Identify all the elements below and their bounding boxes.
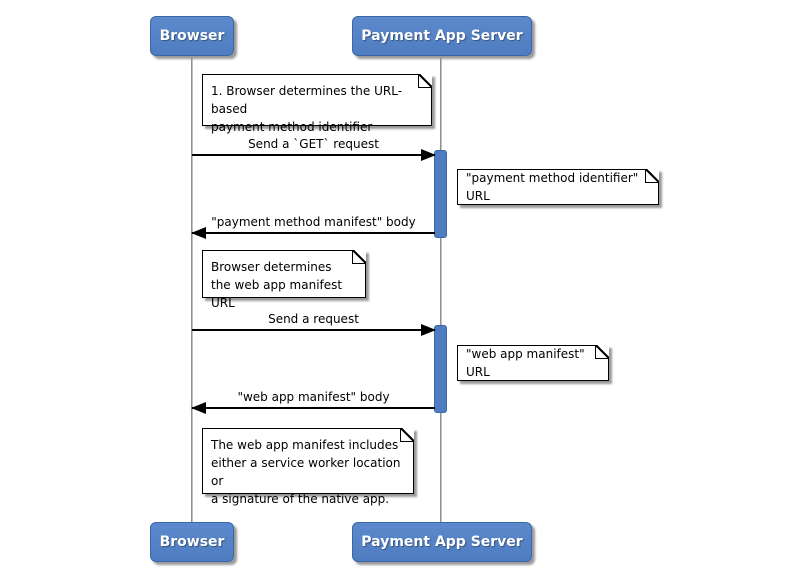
- note-fold-corner-icon: [418, 74, 432, 88]
- message-label-send-request: Send a request: [268, 312, 359, 326]
- activation-bar-1: [434, 150, 447, 238]
- lifeline-payment-app-server: [440, 56, 442, 522]
- note-fold-corner-icon: [352, 250, 366, 264]
- note-url-based-identifier: 1. Browser determines the URL-based paym…: [202, 74, 432, 134]
- arrowhead-left-icon: [191, 402, 206, 414]
- note-text: "web app manifest" URL: [466, 347, 585, 379]
- arrowhead-right-icon: [421, 149, 436, 161]
- note-web-app-manifest-url: "web app manifest" URL: [457, 345, 609, 381]
- actor-payment-app-server-bottom: Payment App Server: [352, 522, 532, 562]
- actor-payment-app-server-top: Payment App Server: [352, 16, 532, 56]
- note-fold-corner-icon: [595, 345, 609, 359]
- message-label-get-request: Send a `GET` request: [248, 137, 379, 151]
- lifeline-browser: [191, 56, 193, 522]
- message-label-web-app-manifest-body: "web app manifest" body: [237, 390, 390, 404]
- message-label-payment-method-manifest-body: "payment method manifest" body: [211, 215, 416, 229]
- actor-browser-bottom: Browser: [150, 522, 234, 562]
- message-arrow-get-request: [192, 149, 436, 161]
- actor-browser-top: Browser: [150, 16, 234, 56]
- message-arrow-send-request: [192, 324, 436, 336]
- activation-bar-2: [434, 325, 447, 413]
- message-arrow-payment-method-manifest-body: [191, 227, 435, 239]
- arrowhead-right-icon: [421, 324, 436, 336]
- note-payment-method-identifier-url: "payment method identifier" URL: [457, 169, 659, 205]
- note-text: "payment method identifier" URL: [466, 171, 639, 203]
- note-fold-corner-icon: [645, 169, 659, 183]
- message-arrow-web-app-manifest-body: [191, 402, 435, 414]
- note-text: Browser determines the web app manifest …: [211, 260, 343, 310]
- note-text: The web app manifest includes either a s…: [211, 438, 401, 506]
- note-browser-determines-manifest-url: Browser determines the web app manifest …: [202, 250, 366, 310]
- note-text: 1. Browser determines the URL-based paym…: [211, 84, 403, 134]
- note-manifest-contents: The web app manifest includes either a s…: [202, 428, 414, 506]
- arrowhead-left-icon: [191, 227, 206, 239]
- note-fold-corner-icon: [400, 428, 414, 442]
